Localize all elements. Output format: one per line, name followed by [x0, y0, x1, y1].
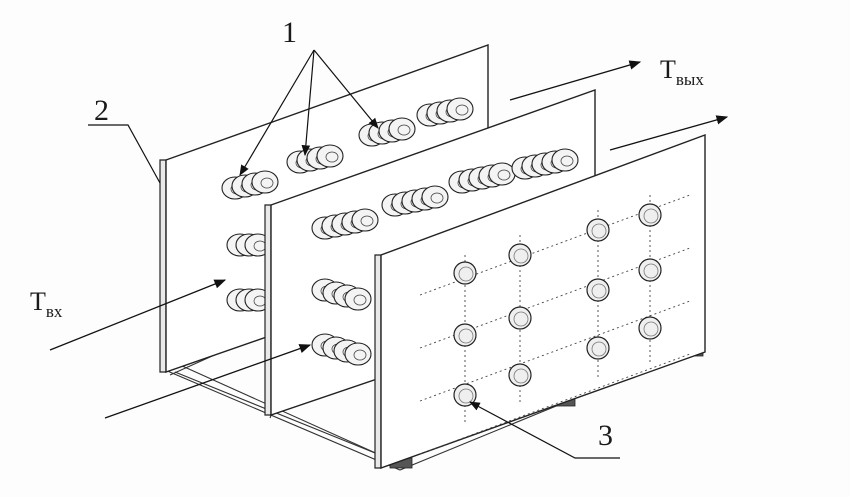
- plate-hole-inner: [458, 388, 474, 404]
- label-part-2: 2: [94, 94, 109, 127]
- inlet-arrow-upper: [49, 279, 227, 351]
- coil-ring-inner: [260, 177, 274, 189]
- coil-ring: [344, 342, 372, 366]
- coil-ring: [446, 97, 474, 121]
- coil-stack: [311, 208, 379, 240]
- plate-hole: [586, 218, 610, 242]
- coil-ring-inner: [360, 215, 374, 227]
- plate-hole: [453, 323, 477, 347]
- coil-stack: [358, 117, 416, 147]
- label-part-1: 1: [282, 16, 297, 49]
- plate-hole: [638, 258, 662, 282]
- plate-hole: [508, 243, 532, 267]
- plate-hole-inner: [513, 311, 529, 327]
- plate-hole-inner: [458, 266, 474, 282]
- coil-ring-inner: [325, 151, 339, 163]
- plate-hole-inner: [591, 223, 607, 239]
- leader-lines: [88, 49, 620, 459]
- temperature-labels: Tвх Tвых: [30, 55, 704, 321]
- coil-stack: [311, 278, 372, 311]
- coil-ring: [421, 185, 449, 209]
- coil-ring: [251, 170, 279, 194]
- front-plate-hole-grid: [419, 194, 691, 455]
- outlet-arrow-lower: [609, 115, 729, 151]
- plate-hole: [453, 383, 477, 407]
- front-coil-rows: [311, 148, 579, 366]
- plate-hole-inner: [643, 321, 659, 337]
- outlet-temp-subscript: вых: [676, 70, 704, 89]
- plate-hole: [453, 261, 477, 285]
- coil-ring-inner: [497, 169, 511, 181]
- coil-ring: [388, 117, 416, 141]
- coil-ring-inner: [455, 104, 469, 116]
- inlet-temp-symbol: T: [30, 287, 46, 316]
- plate-hole-inner: [591, 283, 607, 299]
- leader-1-a: [239, 49, 315, 176]
- plate-hole-inner: [513, 368, 529, 384]
- coil-stack: [311, 333, 372, 366]
- plate-hole: [638, 316, 662, 340]
- plate-hole: [586, 336, 610, 360]
- coil-stack: [416, 97, 474, 127]
- inlet-temperature-label: Tвх: [30, 287, 63, 321]
- plate-hole-inner: [458, 328, 474, 344]
- coil-ring-inner: [560, 155, 574, 167]
- coil-ring-inner: [353, 294, 367, 306]
- coil-ring: [344, 287, 372, 311]
- plate-hole-inner: [643, 263, 659, 279]
- coil-ring: [351, 208, 379, 232]
- leader-3: [469, 401, 620, 459]
- coil-ring: [316, 144, 344, 168]
- leader-1-c: [313, 49, 379, 129]
- plate-hole-inner: [591, 341, 607, 357]
- coil-ring: [488, 162, 516, 186]
- outlet-temp-symbol: T: [660, 55, 676, 84]
- plate-hole: [586, 278, 610, 302]
- part-labels: 1 2 3: [94, 16, 613, 452]
- coil-ring-inner: [430, 192, 444, 204]
- coil-stack: [221, 170, 279, 200]
- plate-hole-inner: [643, 208, 659, 224]
- coil-stack: [511, 148, 579, 180]
- outlet-temperature-label: Tвых: [660, 55, 704, 89]
- coil-stack: [448, 162, 516, 194]
- inlet-temp-subscript: вх: [46, 302, 63, 321]
- plate-hole-inner: [513, 248, 529, 264]
- plate-hole: [638, 203, 662, 227]
- plate-hole: [508, 306, 532, 330]
- coil-ring-inner: [397, 124, 411, 136]
- label-part-3: 3: [598, 419, 613, 452]
- coil-ring-inner: [353, 349, 367, 361]
- outlet-arrow-upper: [509, 60, 642, 101]
- leader-1-b: [301, 49, 315, 157]
- leader-2: [88, 124, 161, 184]
- coil-stack: [381, 185, 449, 217]
- inlet-arrow-lower: [104, 344, 312, 419]
- plate-hole: [508, 363, 532, 387]
- flow-arrows: [49, 60, 729, 419]
- coil-ring: [551, 148, 579, 172]
